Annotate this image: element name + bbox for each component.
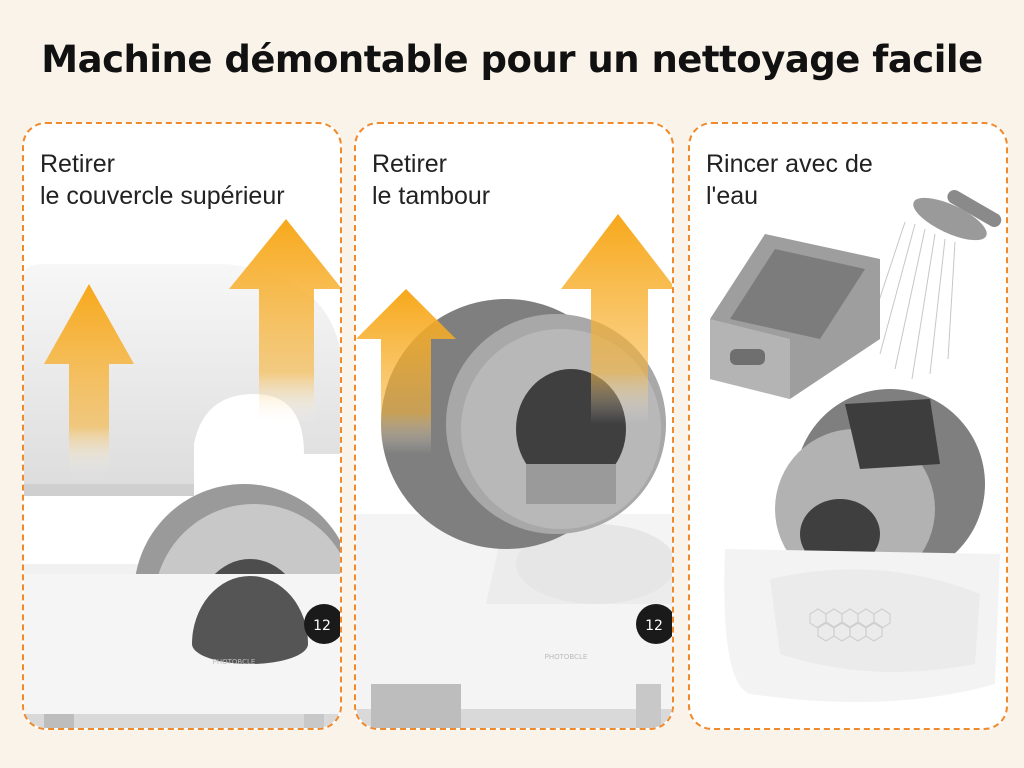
step-caption-line1: Retirer (40, 150, 116, 178)
step-caption: Retirer le couvercle supérieur (40, 148, 285, 212)
page-title: Machine démontable pour un nettoyage fac… (41, 38, 983, 81)
step-caption-line1: Rincer avec de (706, 150, 873, 178)
step-panel-remove-drum: 12 PHOTOBCLE Retirer le tambour (354, 122, 674, 730)
display-value: 12 (645, 618, 663, 634)
up-arrow-icon (356, 289, 456, 454)
step-caption-line2: le tambour (372, 182, 491, 210)
step-caption: Retirer le tambour (372, 148, 490, 212)
shower-head-icon (867, 190, 1002, 380)
up-arrow-icon (561, 214, 672, 424)
step-caption-line2: l'eau (706, 182, 759, 210)
step-caption-line1: Retirer (372, 150, 448, 178)
step-caption-line2: le couvercle supérieur (40, 182, 285, 210)
step-panel-remove-top-cover: 12 PHOTOBCLE Retirer le couvercle supéri… (22, 122, 342, 730)
up-arrow-icon (44, 284, 134, 474)
step-panel-rinse-with-water: Rincer avec de l'eau (688, 122, 1008, 730)
brand-text: PHOTOBCLE (213, 658, 256, 666)
litter-box-cover-illustration: 12 PHOTOBCLE (24, 219, 340, 728)
step-caption: Rincer avec de l'eau (706, 148, 873, 212)
display-value: 12 (313, 618, 331, 634)
litter-box-drum-illustration: 12 PHOTOBCLE (356, 214, 672, 728)
rinse-parts-illustration (710, 190, 1002, 702)
brand-text: PHOTOBCLE (545, 653, 588, 661)
up-arrow-icon (229, 219, 340, 424)
